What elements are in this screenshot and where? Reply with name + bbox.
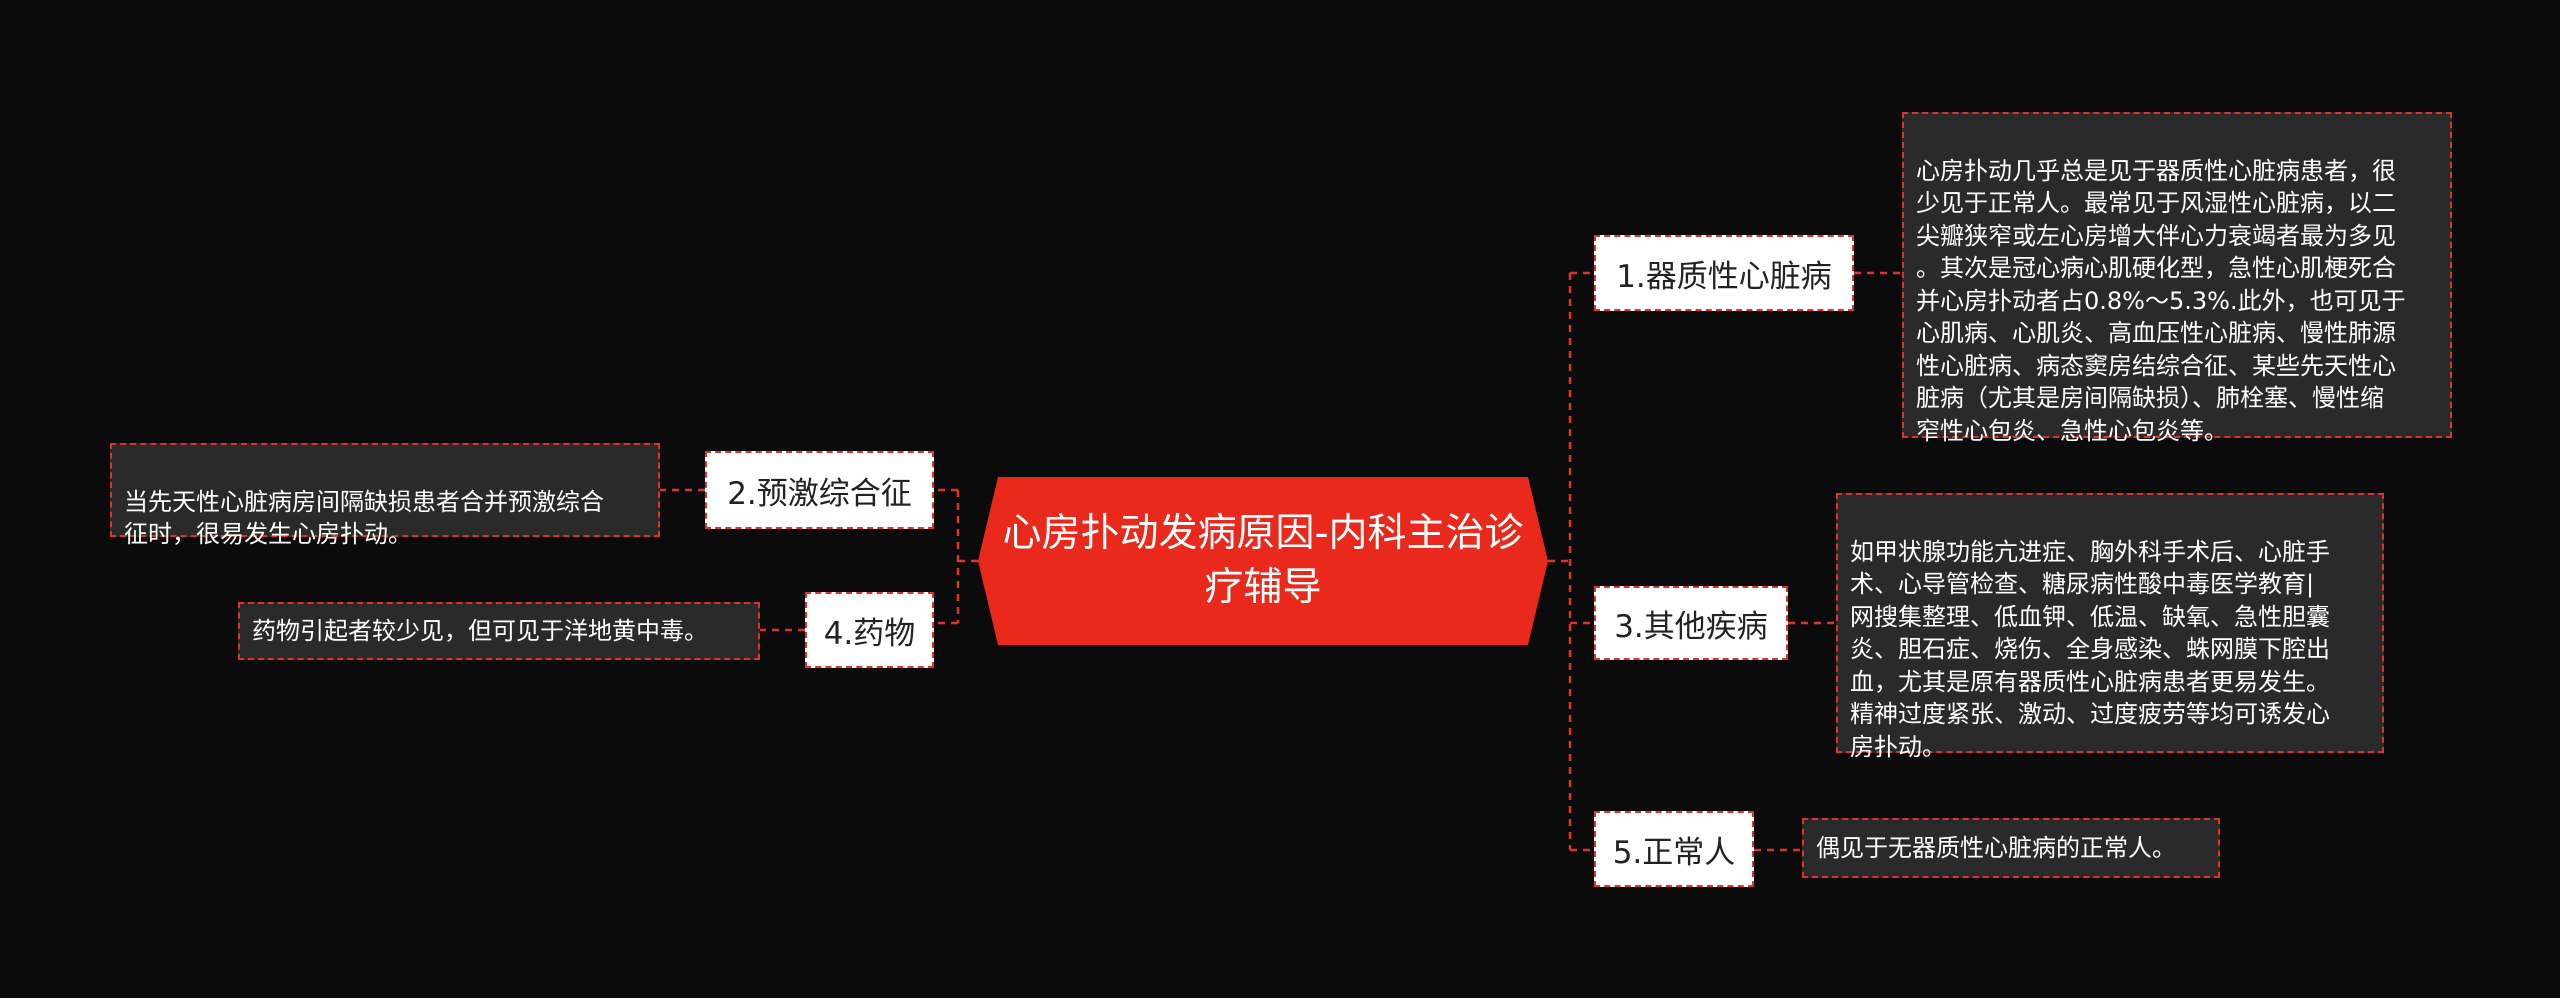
branch-1-label: 1.器质性心脏病 [1616,258,1832,295]
branch-4-label: 4.药物 [823,615,916,652]
branch-4-detail-text: 药物引起者较少见，但可见于洋地黄中毒。 [252,616,708,645]
branch-1-detail: 心房扑动几乎总是见于器质性心脏病患者，很 少见于正常人。最常见于风湿性心脏病，以… [1902,112,2452,445]
branch-2-detail-text: 当先天性心脏病房间隔缺损患者合并预激综合 征时，很易发生心房扑动。 [124,487,604,549]
branch-5-detail-text: 偶见于无器质性心脏病的正常人。 [1816,833,2176,862]
branch-3-label: 3.其他疾病 [1614,608,1768,645]
branch-3-detail: 如甲状腺功能亢进症、胸外科手术后、心脏手 术、心导管检查、糖尿病性酸中毒医学教育… [1836,493,2384,761]
branch-1-node[interactable]: 1.器质性心脏病 [1594,235,1854,311]
branch-3-node[interactable]: 3.其他疾病 [1594,586,1788,660]
root-node[interactable]: 心房扑动发病原因-内科主治诊疗辅导 [978,477,1548,645]
branch-2-node[interactable]: 2.预激综合征 [705,451,934,529]
branch-5-label: 5.正常人 [1612,834,1736,871]
branch-3-detail-text: 如甲状腺功能亢进症、胸外科手术后、心脏手 术、心导管检查、糖尿病性酸中毒医学教育… [1850,537,2330,761]
branch-2-label: 2.预激综合征 [727,475,912,512]
branch-2-detail: 当先天性心脏病房间隔缺损患者合并预激综合 征时，很易发生心房扑动。 [110,443,660,548]
branch-5-node[interactable]: 5.正常人 [1594,811,1754,887]
root-title: 心房扑动发病原因-内科主治诊疗辅导 [1002,511,1524,610]
branch-4-node[interactable]: 4.药物 [805,592,934,668]
branch-4-detail: 药物引起者较少见，但可见于洋地黄中毒。 [238,602,760,660]
root-shape [978,477,1548,645]
branch-1-detail-text: 心房扑动几乎总是见于器质性心脏病患者，很 少见于正常人。最常见于风湿性心脏病，以… [1916,156,2406,445]
branch-5-detail: 偶见于无器质性心脏病的正常人。 [1802,818,2220,878]
